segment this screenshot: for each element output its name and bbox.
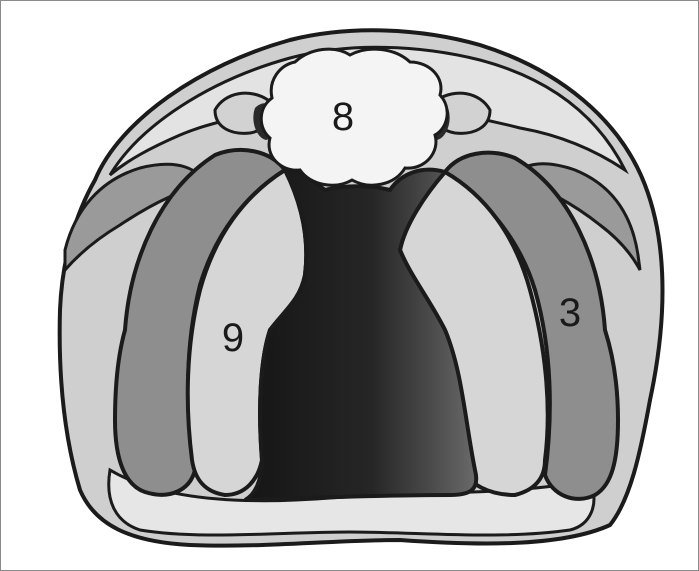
label-8: 8: [332, 95, 354, 139]
label-3: 3: [559, 291, 581, 335]
label-9: 9: [222, 316, 244, 360]
top-white-structure: [261, 49, 447, 185]
